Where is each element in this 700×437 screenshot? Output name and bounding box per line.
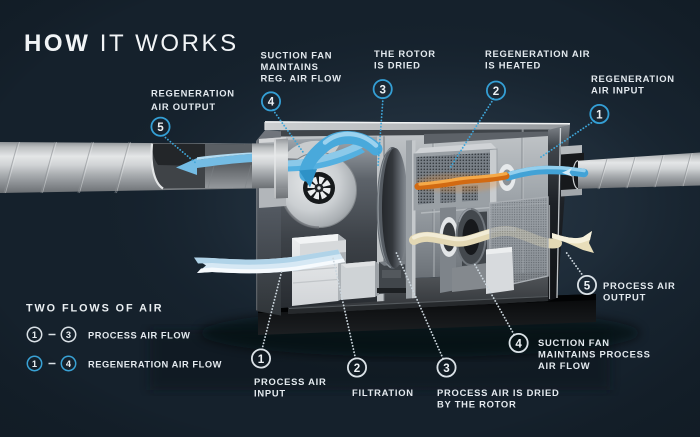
svg-text:SUCTION FAN: SUCTION FAN [261,50,333,61]
svg-text:AIR INPUT: AIR INPUT [591,85,645,96]
svg-text:PROCESS AIR IS DRIED: PROCESS AIR IS DRIED [437,387,559,398]
svg-text:IS HEATED: IS HEATED [485,60,541,71]
svg-text:3: 3 [66,330,71,340]
svg-text:THE ROTOR: THE ROTOR [374,48,436,59]
svg-text:3: 3 [443,362,450,375]
svg-text:4: 4 [268,96,275,109]
svg-text:2: 2 [493,85,499,98]
svg-text:REG. AIR FLOW: REG. AIR FLOW [261,73,342,84]
svg-text:MAINTAINS: MAINTAINS [261,61,319,72]
svg-text:4: 4 [515,337,522,350]
svg-text:HOW IT WORKS: HOW IT WORKS [24,30,239,57]
svg-text:MAINTAINS PROCESS: MAINTAINS PROCESS [538,349,651,360]
svg-text:INPUT: INPUT [254,388,286,399]
svg-text:AIR OUTPUT: AIR OUTPUT [151,101,216,112]
svg-text:3: 3 [379,83,386,96]
svg-text:OUTPUT: OUTPUT [603,292,646,303]
svg-text:IS DRIED: IS DRIED [374,60,421,71]
svg-text:FILTRATION: FILTRATION [352,387,414,398]
svg-text:PROCESS AIR: PROCESS AIR [254,376,327,387]
svg-text:5: 5 [584,279,591,292]
svg-text:REGENERATION AIR FLOW: REGENERATION AIR FLOW [88,359,222,369]
svg-text:TWO FLOWS OF AIR: TWO FLOWS OF AIR [26,303,164,315]
svg-text:AIR FLOW: AIR FLOW [538,360,590,371]
svg-text:REGENERATION AIR: REGENERATION AIR [485,48,590,59]
svg-text:REGENERATION: REGENERATION [591,73,675,84]
svg-text:1: 1 [32,359,37,369]
svg-text:1: 1 [258,353,265,366]
svg-text:2: 2 [354,362,360,375]
svg-text:BY THE ROTOR: BY THE ROTOR [437,399,517,410]
svg-text:1: 1 [596,108,603,121]
svg-text:SUCTION FAN: SUCTION FAN [538,337,610,348]
svg-text:PROCESS AIR: PROCESS AIR [603,280,676,291]
svg-text:1: 1 [32,330,37,340]
svg-text:4: 4 [66,359,72,369]
svg-text:REGENERATION: REGENERATION [151,88,235,99]
svg-text:5: 5 [157,121,164,134]
svg-text:PROCESS AIR FLOW: PROCESS AIR FLOW [88,330,190,340]
